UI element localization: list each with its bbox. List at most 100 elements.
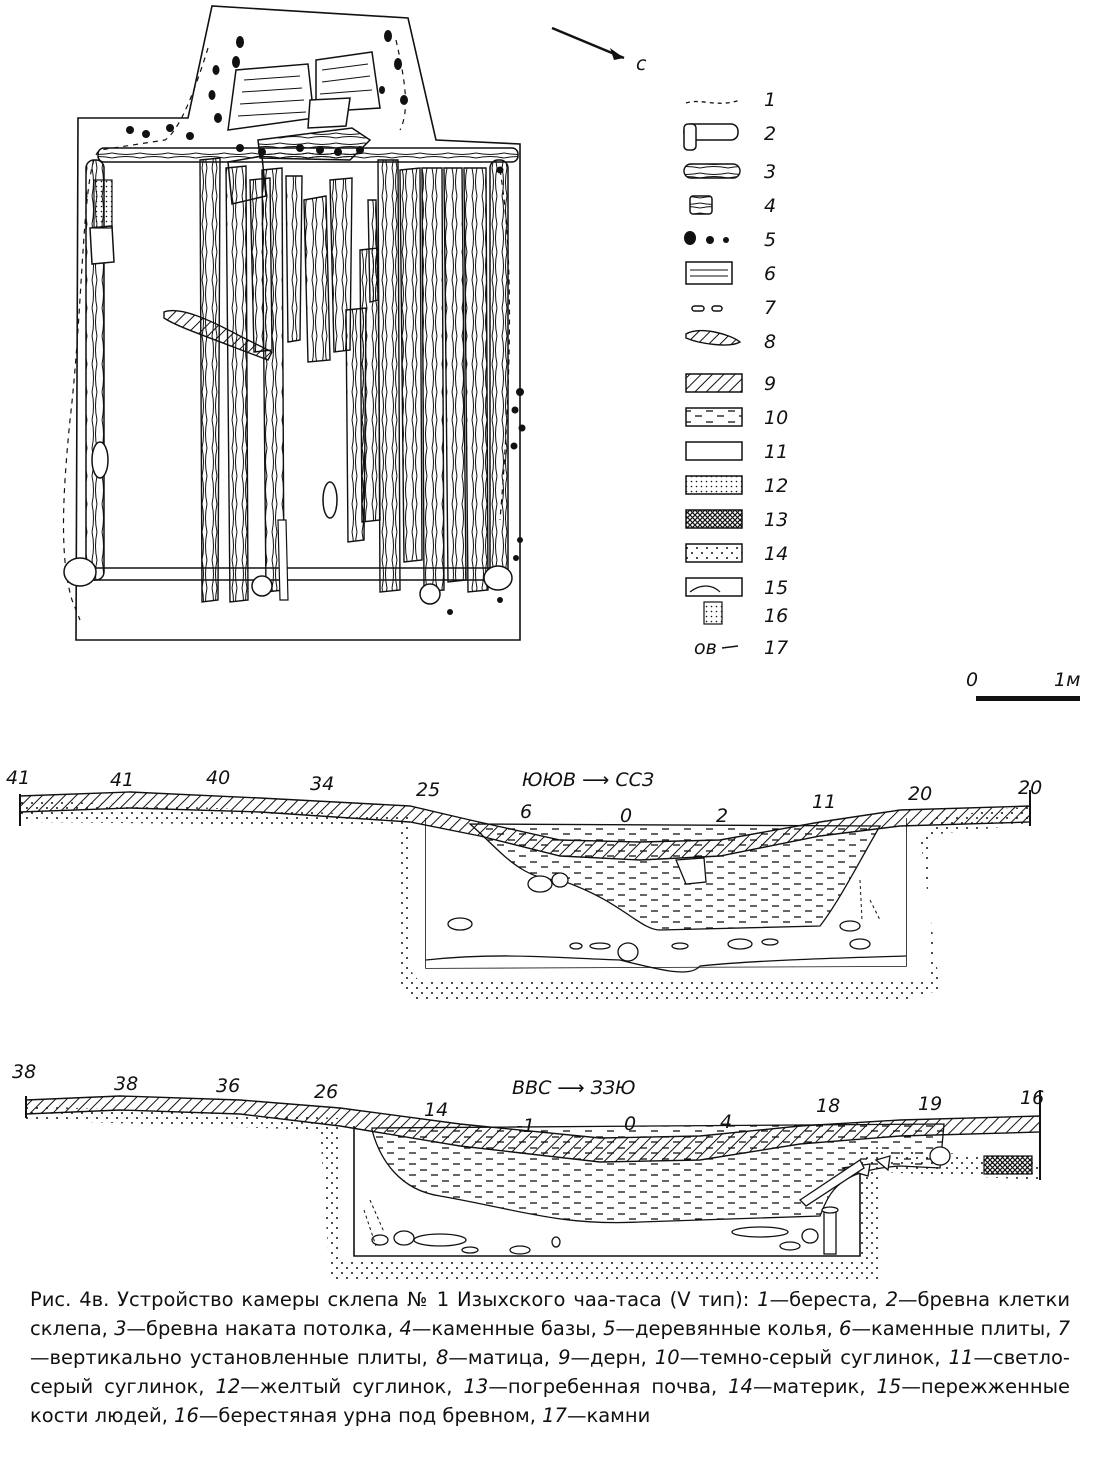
- svg-text:14: 14: [764, 543, 788, 565]
- matrix-beam: [163, 309, 273, 361]
- caption-item-number: 15: [876, 1375, 902, 1398]
- section-1-direction: ЮЮВ ⟶ ССЗ: [522, 769, 654, 791]
- caption-item-text: —темно-серый суглинок,: [679, 1346, 949, 1369]
- north-label: с: [636, 53, 647, 75]
- svg-text:2: 2: [764, 123, 776, 145]
- archaeological-figure: с 1 2 3 4 5 6: [6, 5, 1080, 1280]
- legend-item-14: 14: [685, 543, 788, 565]
- svg-text:15: 15: [764, 577, 788, 599]
- svg-text:3: 3: [764, 161, 776, 183]
- svg-text:13: 13: [764, 509, 788, 531]
- svg-text:25: 25: [416, 779, 440, 801]
- caption-item-text: —вертикально установленные плиты,: [30, 1346, 436, 1369]
- svg-text:40: 40: [206, 767, 230, 789]
- svg-text:41: 41: [110, 769, 134, 791]
- caption-item-number: 3: [114, 1317, 127, 1340]
- caption-item-number: 11: [948, 1346, 974, 1369]
- caption-item-number: 1: [757, 1288, 770, 1311]
- section-1: 41 41 40 34 25 6 0 2 11 20 20 ЮЮВ ⟶ ССЗ: [6, 767, 1042, 1002]
- svg-text:36: 36: [216, 1075, 240, 1097]
- legend-item-17: ов 17: [694, 637, 788, 659]
- caption-item-text: —светло-серый суглинок,: [30, 1346, 1070, 1398]
- svg-text:0: 0: [620, 805, 632, 827]
- caption-item-number: 9: [558, 1346, 571, 1369]
- caption-item-number: 5: [603, 1317, 616, 1340]
- caption-item-number: 14: [728, 1375, 753, 1398]
- svg-text:9: 9: [764, 373, 776, 395]
- north-arrow: с: [551, 26, 647, 75]
- svg-text:34: 34: [310, 773, 334, 795]
- caption-item-text: —бревна наката потолка,: [126, 1317, 400, 1340]
- legend-item-12: 12: [685, 475, 788, 497]
- legend-item-13: 13: [685, 509, 788, 531]
- svg-text:4: 4: [764, 195, 776, 217]
- caption-item-text: —берестяная урна под бревном,: [198, 1404, 543, 1427]
- legend-item-16: 16: [703, 601, 788, 627]
- svg-text:26: 26: [314, 1081, 338, 1103]
- caption-items: 1—береста, 2—бревна клетки склепа, 3—бре…: [30, 1288, 1070, 1427]
- svg-text:16: 16: [764, 605, 788, 627]
- wooden-stakes: [126, 30, 526, 615]
- legend-item-8: 8: [685, 330, 776, 353]
- caption-item-text: —матица,: [448, 1346, 559, 1369]
- caption-item-number: 7: [1057, 1317, 1070, 1340]
- caption-item-text: —погребенная почва,: [488, 1375, 729, 1398]
- svg-text:ов: ов: [694, 637, 717, 659]
- svg-text:2: 2: [716, 805, 728, 827]
- legend-item-5: 5: [684, 229, 776, 251]
- caption-item-number: 2: [885, 1288, 899, 1311]
- svg-text:6: 6: [764, 263, 776, 285]
- caption-item-number: 16: [174, 1404, 199, 1427]
- svg-text:20: 20: [908, 783, 932, 805]
- right-wall-log: [489, 159, 509, 581]
- svg-text:8: 8: [764, 331, 776, 353]
- plan-view: [62, 5, 526, 641]
- legend-item-4: 4: [689, 195, 776, 217]
- legend-item-9: 9: [685, 373, 776, 395]
- legend-item-11: 11: [685, 441, 788, 463]
- vertical-post: [277, 519, 289, 601]
- caption-item-text: —дерн,: [570, 1346, 655, 1369]
- caption-item-text: —желтый суглинок,: [240, 1375, 464, 1398]
- caption-item-number: 13: [463, 1375, 489, 1398]
- svg-text:20: 20: [1018, 777, 1042, 799]
- svg-text:5: 5: [764, 229, 776, 251]
- legend-item-3: 3: [683, 161, 776, 183]
- caption-item-number: 12: [215, 1375, 241, 1398]
- caption-item-text: —бревна клетки склепа,: [30, 1288, 1070, 1340]
- svg-text:1м: 1м: [1054, 669, 1080, 691]
- legend-item-1: 1: [685, 89, 776, 111]
- ceiling-logs: [199, 157, 489, 603]
- scale-bar: 0 1м: [966, 669, 1080, 701]
- caption-item-number: 10: [654, 1346, 680, 1369]
- svg-text:38: 38: [114, 1073, 138, 1095]
- caption-item-text: —деревянные колья,: [615, 1317, 840, 1340]
- svg-text:17: 17: [764, 637, 788, 659]
- svg-text:1: 1: [764, 89, 776, 111]
- top-cross-log: [97, 147, 519, 163]
- svg-text:10: 10: [764, 407, 788, 429]
- urn-under-log: [93, 179, 113, 229]
- caption-item-number: 6: [839, 1317, 852, 1340]
- svg-text:-1: -1: [516, 1115, 535, 1137]
- svg-text:6: 6: [520, 801, 532, 823]
- svg-text:12: 12: [764, 475, 788, 497]
- svg-text:11: 11: [812, 791, 836, 813]
- caption-title: Рис. 4в. Устройство камеры склепа № 1 Из…: [30, 1288, 758, 1311]
- svg-text:16: 16: [1020, 1087, 1044, 1109]
- stone-bases: [63, 225, 513, 605]
- slab-grain: [237, 63, 373, 117]
- legend-item-2: 2: [683, 123, 776, 151]
- caption-item-text: —камни: [566, 1404, 651, 1427]
- svg-text:41: 41: [6, 767, 30, 789]
- figure-caption: Рис. 4в. Устройство камеры склепа № 1 Из…: [30, 1285, 1070, 1430]
- pit-outline: [75, 5, 521, 641]
- legend-item-15: 15: [685, 577, 788, 599]
- caption-item-text: —материк,: [752, 1375, 877, 1398]
- svg-text:0: 0: [624, 1113, 636, 1135]
- svg-text:7: 7: [764, 297, 776, 319]
- section-2-direction: ВВС ⟶ ЗЗЮ: [512, 1077, 636, 1099]
- caption-item-text: —береста,: [769, 1288, 886, 1311]
- legend-item-7: 7: [691, 297, 776, 319]
